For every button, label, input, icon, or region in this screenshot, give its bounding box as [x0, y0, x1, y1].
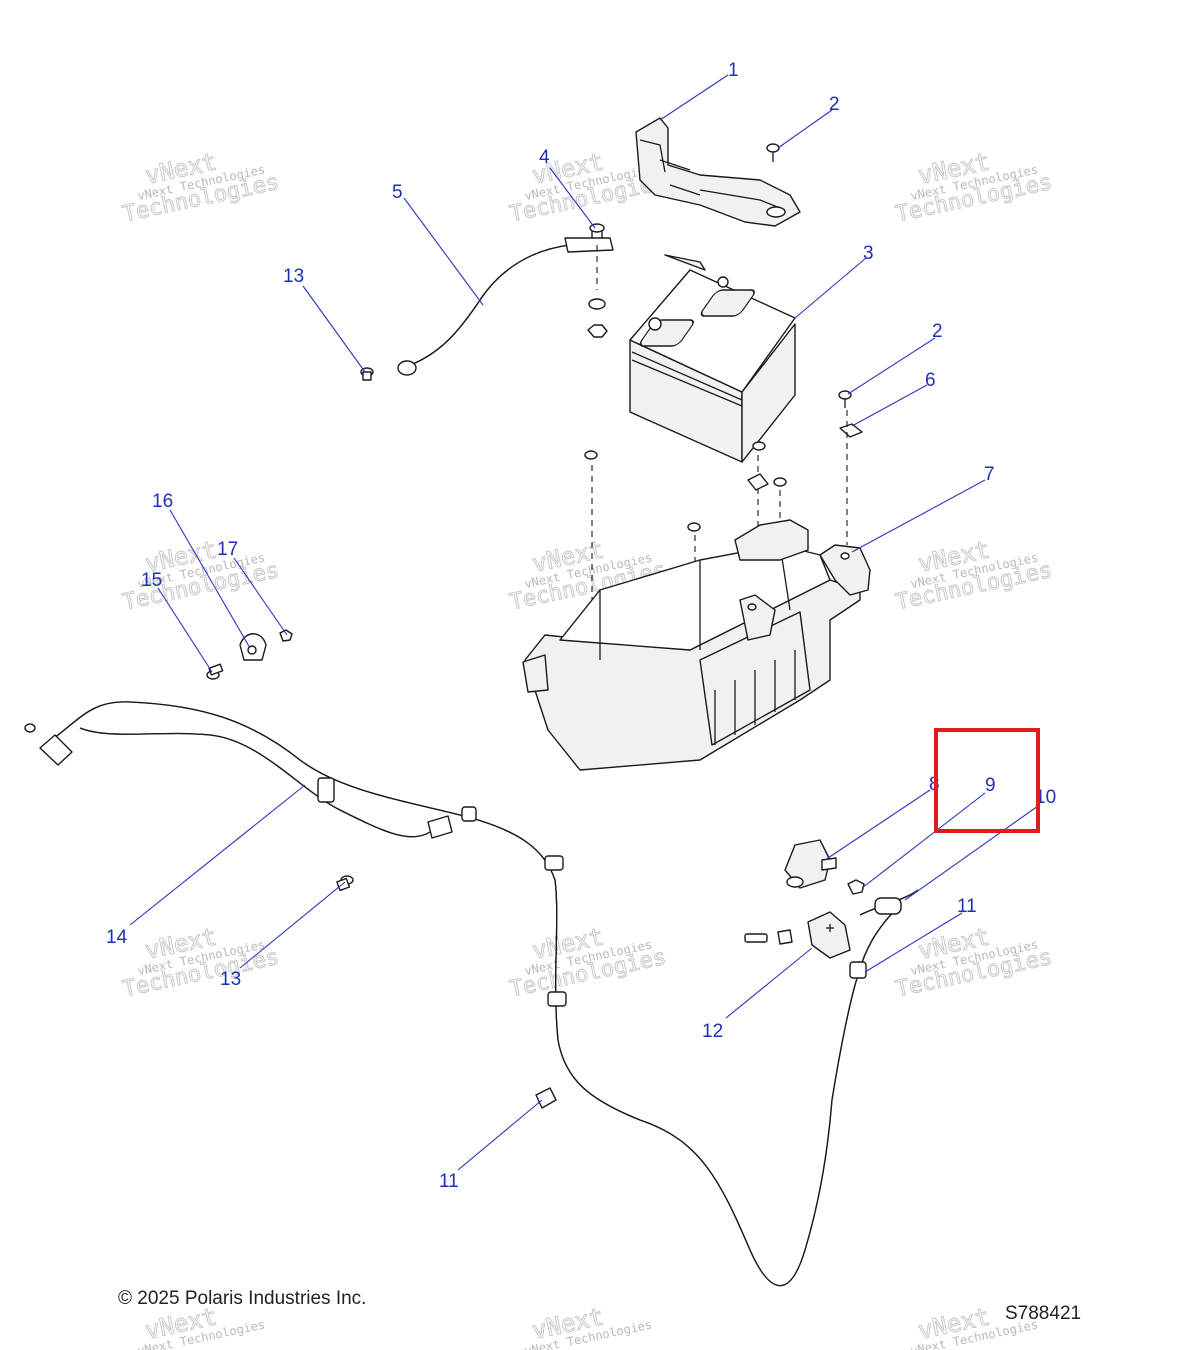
part-clip-6: [839, 423, 863, 438]
callout-9: 9: [985, 775, 996, 796]
callout-4: 4: [539, 147, 550, 168]
part-clip-11-right: [849, 961, 867, 979]
callout-2: 2: [932, 321, 943, 342]
part-relay-8: [784, 839, 837, 889]
part-bolt-13-top: [360, 367, 374, 381]
callout-7: 7: [984, 464, 995, 485]
callout-17: 17: [217, 539, 238, 560]
callout-6: 6: [925, 370, 936, 391]
part-hold-down-bracket: [635, 117, 801, 227]
callout-labels: 1 2 3 4 5 13 2 6 7 16 17 15 8 9 10 11 14…: [106, 60, 1056, 1192]
part-screw-top: [766, 143, 780, 162]
part-cable-end-10: [859, 889, 919, 916]
watermark: vNext vNext Technologies Technologies: [507, 147, 669, 228]
watermark: vNext vNext Technologies Technologies: [893, 535, 1055, 616]
part-battery-tray: [522, 519, 871, 771]
watermark: vNext vNext Technologies: [523, 1302, 653, 1350]
part-bolt-13-lower: [336, 875, 354, 892]
part-tray-screws: [584, 441, 787, 532]
part-bolt-15: [206, 663, 224, 680]
watermark: vNext vNext Technologies Technologies: [507, 922, 669, 1003]
callout-3: 3: [863, 243, 874, 264]
part-nut-17: [279, 629, 293, 642]
watermark: vNext vNext Technologies Technologies: [893, 147, 1055, 228]
part-battery: [629, 254, 796, 463]
watermark: vNext vNext Technologies Technologies: [120, 147, 282, 228]
callout-5: 5: [392, 182, 403, 203]
callout-1: 1: [728, 60, 739, 81]
part-connector-11-lower: [535, 1087, 557, 1109]
callout-10: 10: [1035, 787, 1056, 808]
copyright-text: © 2025 Polaris Industries Inc.: [118, 1288, 367, 1309]
callout-13: 13: [220, 969, 241, 990]
part-battery-cable-short: [397, 237, 614, 376]
part-terminal-12: [744, 911, 851, 959]
callout-16: 16: [152, 491, 173, 512]
watermark: vNext vNext Technologies Technologies: [120, 535, 282, 616]
watermark: vNext vNext Technologies Technologies: [120, 922, 282, 1003]
callout-13: 13: [283, 266, 304, 287]
callout-11: 11: [957, 896, 977, 917]
callout-2: 2: [829, 94, 840, 115]
part-nut-9: [847, 879, 865, 895]
part-main-cable: [24, 701, 901, 1287]
watermark-group: vNext vNext Technologies Technologies vN…: [120, 147, 1055, 1350]
callout-15: 15: [141, 570, 162, 591]
figure-id: S788421: [1005, 1303, 1082, 1324]
watermark: vNext vNext Technologies Technologies: [893, 922, 1055, 1003]
highlight-box: [934, 728, 1040, 833]
part-screw-right: [838, 390, 852, 408]
leader-lines: [129, 74, 1039, 1171]
callout-14: 14: [106, 927, 128, 948]
watermark: vNext vNext Technologies: [909, 1302, 1039, 1350]
callout-11: 11: [439, 1171, 459, 1192]
callout-12: 12: [702, 1021, 723, 1042]
